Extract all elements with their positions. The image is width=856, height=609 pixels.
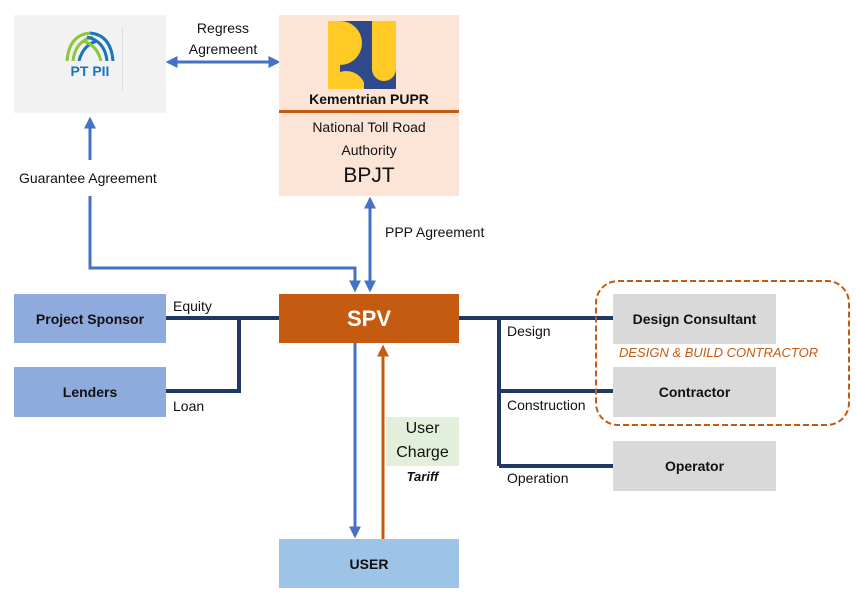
- design-label: Design: [507, 323, 551, 339]
- operator-box[interactable]: Operator: [613, 441, 776, 491]
- construction-label: Construction: [507, 397, 586, 413]
- user-charge-label: User Charge: [386, 417, 459, 466]
- contractor-box[interactable]: Contractor: [613, 367, 776, 417]
- ptpii-logo-text: PT PII: [70, 63, 110, 79]
- design-consultant-box[interactable]: Design Consultant: [613, 294, 776, 344]
- spv-box[interactable]: SPV: [279, 294, 459, 343]
- ptpii-arch-icon: [65, 31, 115, 61]
- guarantee-agreement-label: Guarantee Agreement: [19, 170, 157, 186]
- operation-label: Operation: [507, 470, 569, 486]
- bpjt-acronym: BPJT: [343, 164, 395, 187]
- regress-agreement-label: Regress Agremeent: [160, 18, 286, 60]
- ppp-agreement-label: PPP Agreement: [385, 224, 485, 240]
- tariff-label: Tariff: [406, 469, 439, 484]
- ptpii-logo-divider: [122, 27, 123, 91]
- user-box[interactable]: USER: [279, 539, 459, 588]
- user-charge-line1: User: [405, 420, 440, 437]
- equity-label: Equity: [173, 298, 212, 314]
- lenders-box[interactable]: Lenders: [14, 367, 166, 417]
- ptpii-box[interactable]: PT PII: [14, 15, 166, 113]
- bpjt-ministry-label: Kementrian PUPR: [309, 91, 429, 107]
- loan-line: [165, 318, 241, 393]
- loan-label: Loan: [173, 398, 205, 414]
- bpjt-line1: National Toll Road: [312, 119, 426, 135]
- bpjt-box[interactable]: Kementrian PUPR National Toll Road Autho…: [279, 15, 459, 196]
- guarantee-agreement-line-lower: [88, 196, 361, 293]
- regress-label-line1: Regress: [196, 20, 250, 36]
- bpjt-divider: [279, 110, 459, 113]
- bpjt-line2: Authority: [341, 142, 397, 158]
- ptpii-logo: PT PII: [55, 29, 125, 99]
- project-sponsor-box[interactable]: Project Sponsor: [14, 294, 166, 343]
- pupr-logo-icon: [328, 21, 396, 89]
- user-charge-line2: Charge: [396, 444, 449, 461]
- design-build-group-border: [595, 280, 850, 426]
- design-build-contractor-label: DESIGN & BUILD CONTRACTOR: [619, 345, 819, 360]
- regress-label-line2: Agremeent: [188, 41, 258, 57]
